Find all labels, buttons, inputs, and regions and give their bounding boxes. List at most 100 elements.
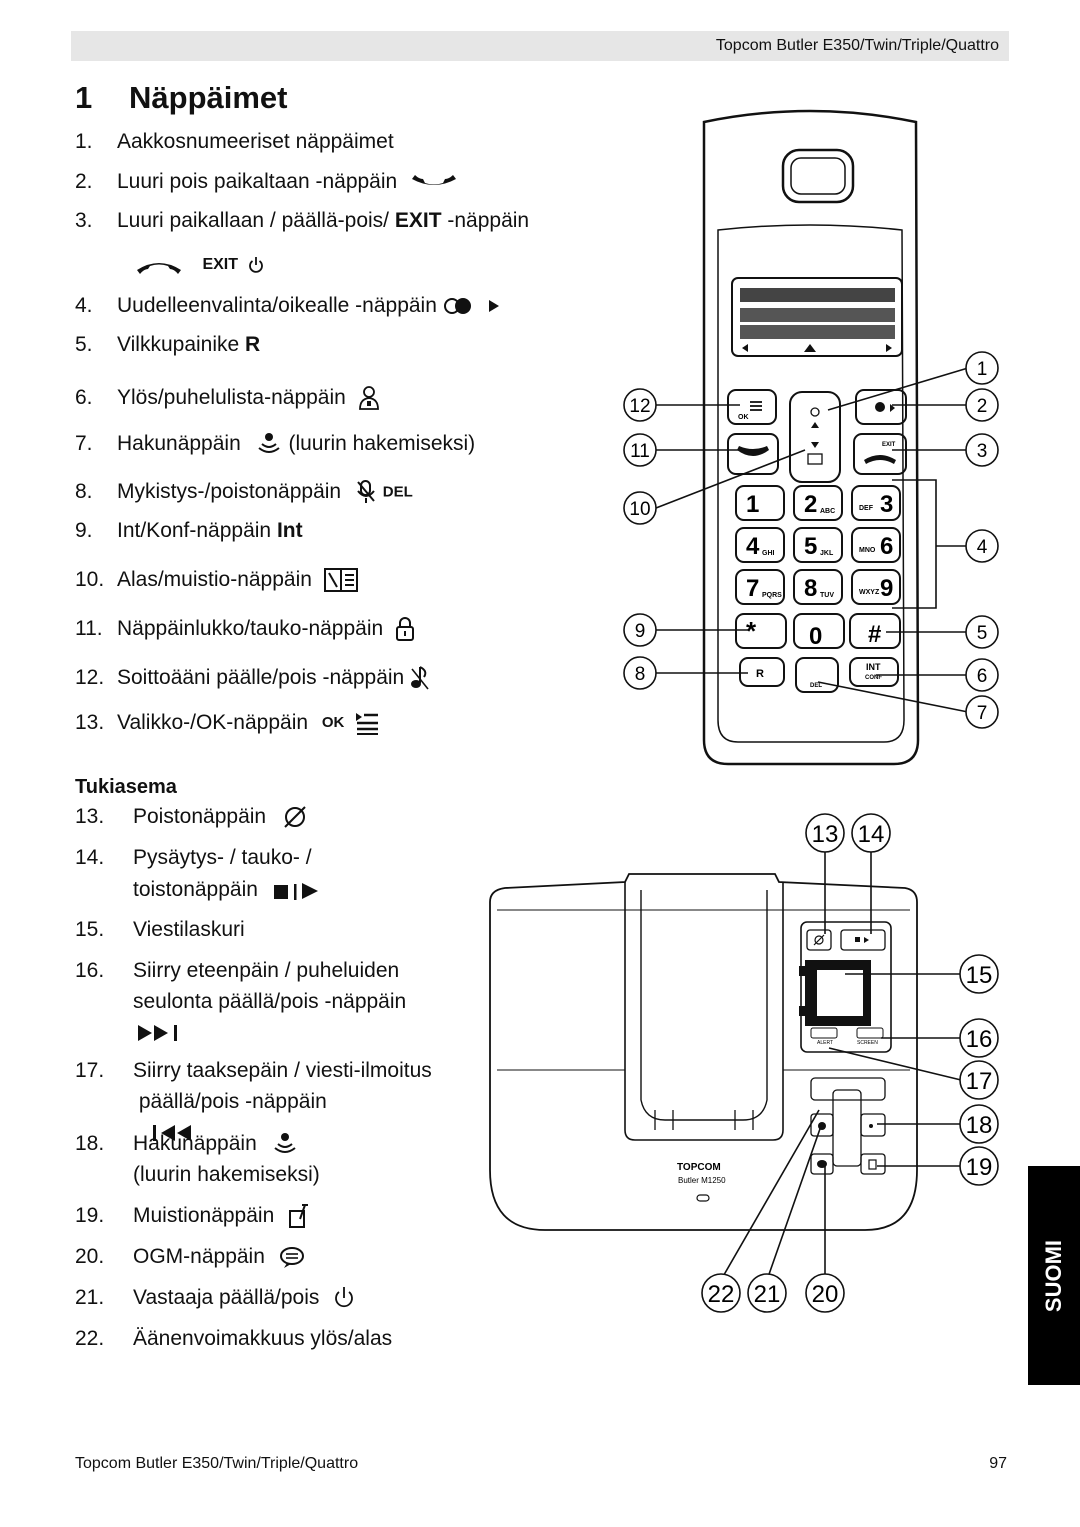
ogm-speech-icon [279,1247,304,1269]
r-key [739,657,785,687]
menu-list-icon [356,713,379,736]
svg-text:ALERT: ALERT [817,1040,833,1046]
on-hook-exit-symbols: EXIT [134,254,264,276]
callout-7: 7 [965,695,999,729]
key-3: DEF 3 [851,485,901,521]
power-icon [249,257,264,273]
base-key-14-cont: toistonäppäin [133,874,324,905]
base-heading: Tukiasema [75,776,177,798]
off-hook-key [727,433,779,475]
svg-text:EXIT: EXIT [882,442,896,448]
key-digit: 3 [880,491,893,518]
base-key-15: 15.Viestilaskuri [75,918,245,941]
delete-icon [284,806,306,829]
handset-key-6: 6.Ylös/puhelulista-näppäin [75,385,380,411]
base-key-18-cont: (luurin hakemiseksi) [133,1163,320,1186]
svg-text:15: 15 [966,962,993,989]
zero-key [793,613,845,649]
svg-text:10: 10 [629,499,650,520]
handset-key-3: 3.Luuri paikallaan / päällä-pois/ EXIT -… [75,209,530,232]
svg-text:INT: INT [866,662,881,672]
handset-key-8: 8.Mykistys-/poistonäppäin DEL [75,479,413,505]
svg-text:3: 3 [977,441,988,462]
brand-logo: TOPCOM [677,1162,721,1173]
skip-back-key [810,1027,838,1039]
svg-text:11: 11 [630,441,650,462]
key-letters: PQRS [762,592,782,599]
earpiece [781,148,855,204]
stop-play-key [840,929,886,951]
handset-cradle [624,882,784,1141]
ok-symbol-text: OK [321,714,345,732]
key-digit: 5 [804,533,817,560]
off-hook-icon [412,175,457,186]
section-number: 1 [75,80,93,115]
callout-12: 12 [623,388,657,422]
callout-15: 15 [959,954,999,994]
key-digit: 1 [746,491,759,518]
call-list-person-icon [358,386,379,411]
svg-text:#: # [868,621,881,648]
svg-text:SCREEN: SCREEN [857,1040,878,1046]
base-key-16: 16.Siirry eteenpäin / puheluiden [75,959,400,982]
callout-20: 20 [805,1273,845,1313]
key-digit: 2 [804,491,817,518]
on-hook-icon [137,263,181,274]
key-digit: 8 [804,575,817,602]
svg-text:16: 16 [966,1026,993,1053]
callout-22: 22 [701,1273,741,1313]
mute-mic-icon [357,480,375,504]
svg-text:8: 8 [635,664,646,685]
base-key-17-cont: päällä/pois -näppäin [133,1086,327,1148]
callout-3: 3 [965,433,999,467]
memo-icon [289,1204,309,1229]
volume-key [810,1077,886,1101]
handset-key-2: 2.Luuri pois paikaltaan -näppäin [75,169,459,195]
nav-up-down-key [789,391,841,483]
base-callout-lines [720,850,962,1281]
mute-del-key [795,657,839,693]
base-key-17: 17.Siirry taaksepäin / viesti-ilmoitus [75,1059,432,1082]
hash-key [849,613,901,649]
svg-text:20: 20 [812,1281,839,1308]
key-letters: DEF [859,505,874,512]
callout-17: 17 [959,1060,999,1100]
callout-21: 21 [747,1273,787,1313]
svg-text:14: 14 [858,821,885,848]
del-symbol-text: DEL [382,483,413,501]
base-key-18: 18.Hakunäppäin [75,1128,299,1159]
handset-key-12: 12.Soittoääni päälle/pois -näppäin [75,665,430,691]
handset-key-5: 5.Vilkkupainike R [75,333,261,356]
svg-text:6: 6 [977,666,988,687]
handset-key-11: 11.Näppäinlukko/tauko-näppäin [75,616,415,642]
svg-text:*: * [746,616,757,646]
svg-text:0: 0 [809,623,822,650]
key-digit: 7 [746,575,759,602]
callout-2: 2 [965,388,999,422]
svg-text:5: 5 [977,623,988,644]
handset-key-10: 10.Alas/muistio-näppäin [75,567,358,593]
memo-book-icon [323,568,358,593]
handset-inner-outline [717,224,905,743]
skip-forward-icon [138,1025,177,1041]
on-hook-exit-key [853,433,907,475]
callout-4: 4 [965,529,999,563]
callout-9: 9 [623,613,657,647]
svg-text:CONF: CONF [865,675,882,681]
delete-key [806,929,832,951]
svg-text:19: 19 [966,1154,993,1181]
svg-text:12: 12 [629,396,650,417]
svg-text:R: R [756,668,764,680]
base-key-22: 22.Äänenvoimakkuus ylös/alas [75,1327,393,1350]
svg-text:17: 17 [966,1068,993,1095]
handset-key-1: 1.Aakkosnumeeriset näppäimet [75,130,394,153]
callout-8: 8 [623,656,657,690]
callout-11: 11 [623,433,657,467]
exit-symbol-text: EXIT [202,256,239,273]
